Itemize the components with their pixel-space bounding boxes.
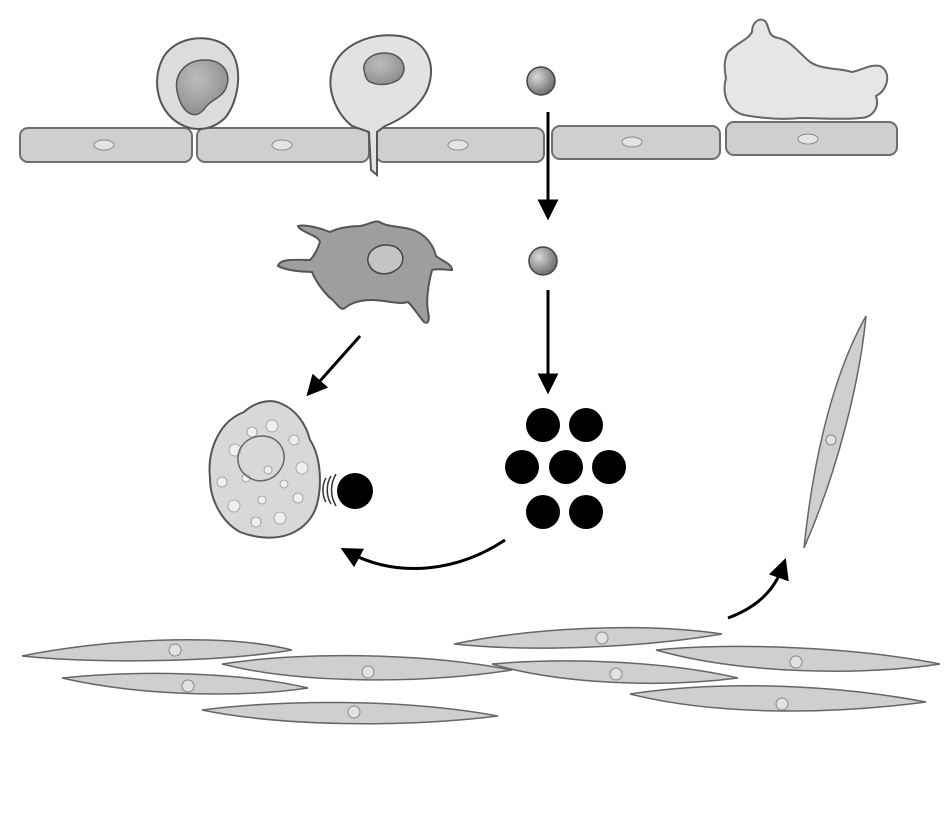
endothelial-cell [196, 127, 370, 163]
circulating-cell [526, 66, 556, 96]
smooth-muscle-cell [629, 685, 927, 712]
lymphocyte-cluster [505, 408, 626, 529]
lymphocyte [505, 450, 539, 484]
dendritic-cell [276, 220, 454, 324]
circulating-cell-lower [528, 246, 558, 276]
lymphocyte-bound [337, 473, 373, 509]
lymphocyte [549, 450, 583, 484]
arrow-dendritic-to-foam [306, 335, 362, 397]
smooth-muscle-cell [655, 645, 941, 672]
arrow-cluster-to-foam [340, 538, 506, 570]
endothelial-cell [725, 121, 898, 156]
lymphocyte [569, 495, 603, 529]
smooth-muscle-cell [453, 626, 723, 649]
smooth-muscle-layer [21, 626, 941, 725]
endothelial-cell [375, 127, 545, 163]
smooth-muscle-cell [61, 672, 309, 695]
lymphocyte [569, 408, 603, 442]
endothelial-cell [19, 127, 193, 163]
endothelial-cell [551, 125, 721, 160]
arrow-smc-migration [727, 558, 789, 620]
smooth-muscle-cell [21, 638, 293, 662]
activated-platelet [723, 18, 889, 120]
smooth-muscle-cell [221, 654, 513, 681]
smooth-muscle-cell [491, 660, 739, 684]
monocyte-adhering [156, 37, 240, 130]
smooth-muscle-cell [201, 701, 499, 725]
migrating-smooth-muscle-cell [803, 315, 867, 549]
lymphocyte [592, 450, 626, 484]
lymphocyte [526, 495, 560, 529]
monocyte-transmigrating [329, 34, 432, 178]
endothelial-layer [19, 121, 898, 163]
foam-cell [208, 400, 337, 539]
lymphocyte [526, 408, 560, 442]
